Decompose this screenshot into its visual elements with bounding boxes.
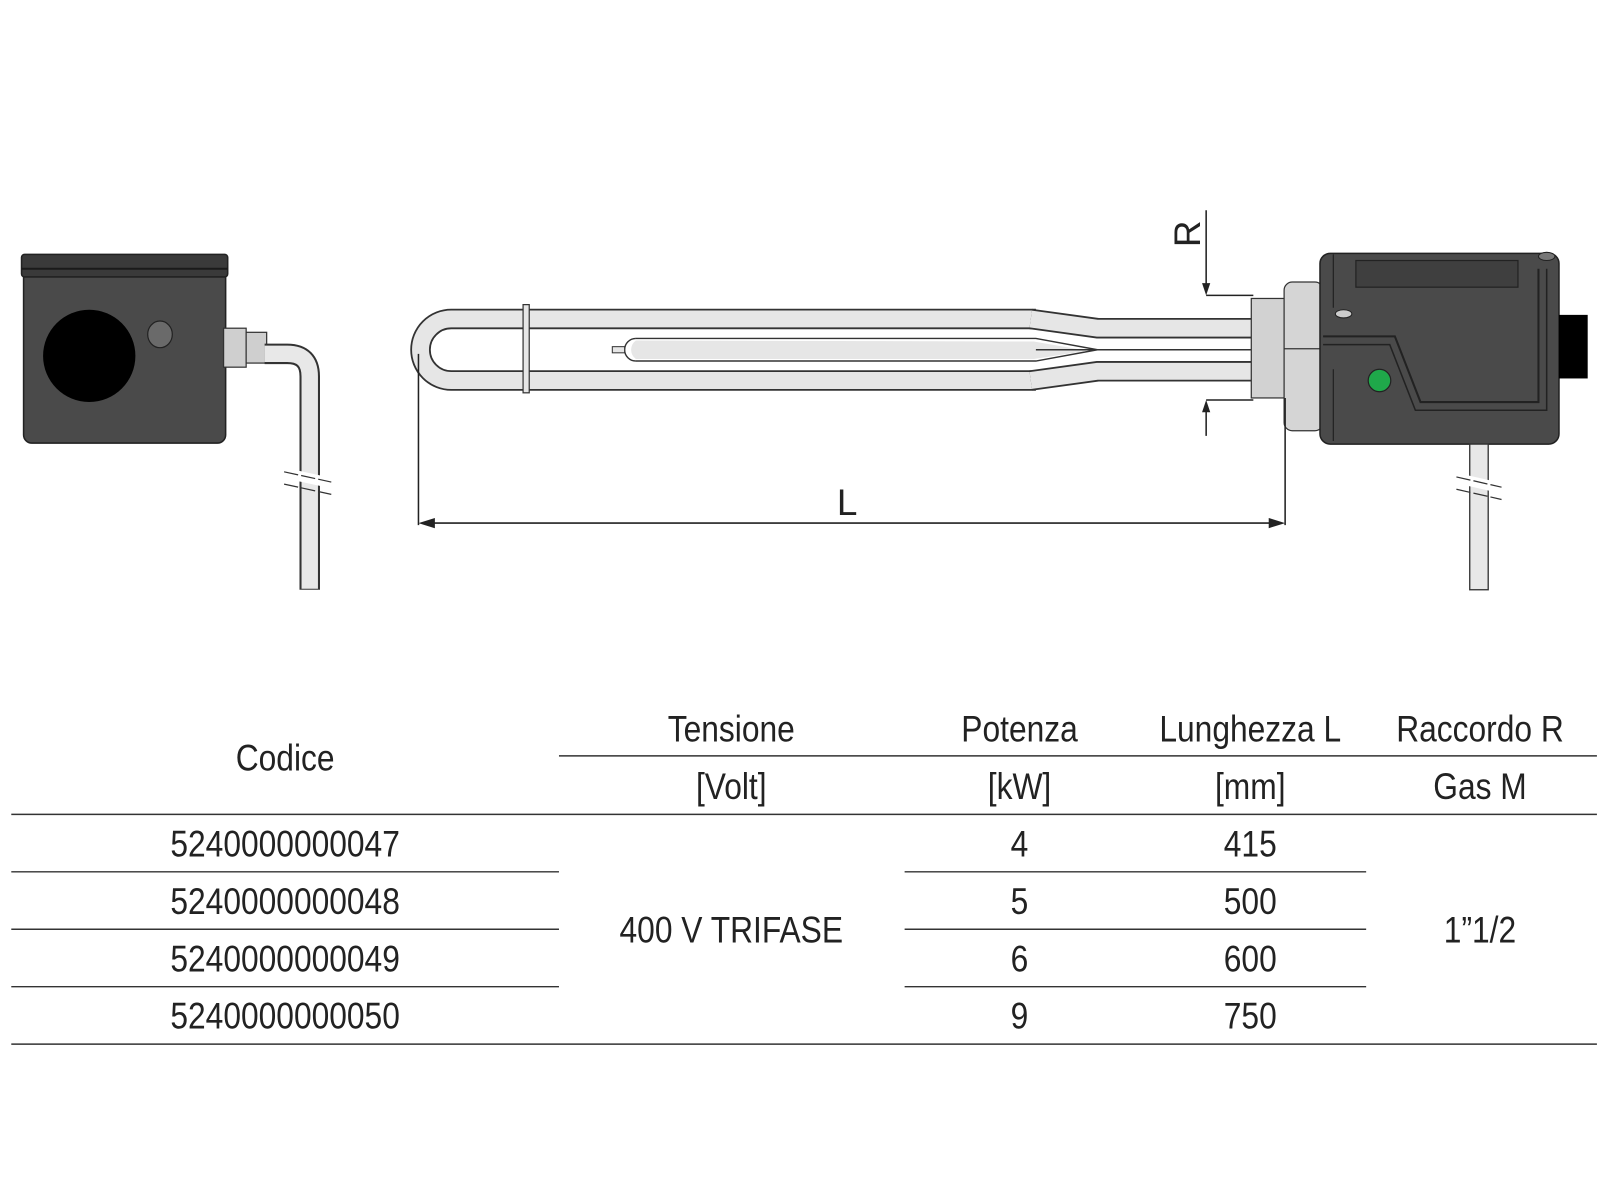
dimension-label-R: R (1167, 221, 1208, 248)
row-code: 5240000000047 (170, 824, 399, 865)
row-length: 750 (1224, 997, 1277, 1038)
header-power-unit: [kW] (988, 767, 1051, 808)
indicator-lamp (147, 320, 173, 349)
header-voltage-unit: [Volt] (696, 767, 767, 808)
specification-table: Codice Tensione [Volt] Potenza [kW] Lung… (11, 709, 1597, 1045)
threaded-fitting (1250, 297, 1285, 399)
dimension-length: L (417, 353, 1286, 529)
row-code: 5240000000048 (170, 882, 399, 923)
fitting-value: 1”1/2 (1444, 910, 1516, 951)
heating-element (410, 281, 1324, 432)
header-length: Lunghezza L (1159, 709, 1341, 750)
row-power: 4 (1011, 824, 1029, 865)
header-fitting-unit: Gas M (1433, 767, 1526, 808)
header-power: Potenza (961, 709, 1078, 750)
row-code: 5240000000049 (170, 939, 399, 980)
row-power: 9 (1011, 997, 1029, 1038)
terminal-box-side-view (20, 253, 333, 590)
voltage-value: 400 V TRIFASE (620, 910, 843, 951)
header-code: Codice (236, 738, 335, 779)
row-length: 415 (1224, 824, 1277, 865)
dimension-label-L: L (837, 482, 858, 523)
cable-gland (222, 327, 247, 368)
row-length: 600 (1224, 939, 1277, 980)
header-fitting: Raccordo R (1396, 709, 1564, 750)
row-power: 5 (1011, 882, 1029, 923)
power-cable (1469, 443, 1489, 591)
row-power: 6 (1011, 939, 1029, 980)
hex-nut (1283, 281, 1324, 432)
row-code: 5240000000050 (170, 997, 399, 1038)
header-voltage: Tensione (668, 709, 795, 750)
dimension-fitting: R (1167, 210, 1254, 436)
cable-entry-hole (43, 309, 136, 403)
row-length: 500 (1224, 882, 1277, 923)
header-length-unit: [mm] (1215, 767, 1286, 808)
green-indicator-lamp (1367, 368, 1392, 393)
thermostat-head (1319, 251, 1588, 591)
support-ring (522, 303, 530, 394)
